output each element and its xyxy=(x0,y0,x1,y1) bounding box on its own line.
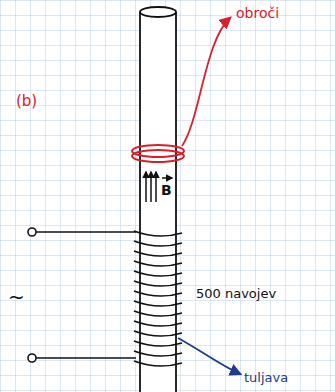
coil-turn xyxy=(134,311,182,316)
coil-turn xyxy=(134,291,182,296)
coil-turn xyxy=(134,241,182,246)
coil-turn xyxy=(134,271,182,276)
coil-turn xyxy=(134,361,182,366)
coil-turn xyxy=(134,351,182,356)
ac-source-symbol: ~ xyxy=(8,285,25,309)
field-arrows xyxy=(146,172,172,202)
label-holder: tuljava xyxy=(244,368,288,386)
coil-label: tuljava xyxy=(244,370,288,385)
figure-label: (b) xyxy=(16,92,37,110)
ring-label: obroči xyxy=(236,5,279,21)
coil-turn xyxy=(134,331,182,336)
coil-turn xyxy=(134,321,182,326)
label-holder: 500 navojev xyxy=(196,284,276,302)
coil-turn xyxy=(134,251,182,256)
coil-turn xyxy=(134,341,182,346)
label-holder: obroči xyxy=(236,4,279,22)
coil-turn xyxy=(134,261,182,266)
coil-turn xyxy=(134,281,182,286)
lead-wires xyxy=(28,228,136,362)
metal-ring xyxy=(132,145,184,162)
coil-windings xyxy=(134,231,182,366)
coil-turn xyxy=(134,231,182,236)
coil-turn xyxy=(134,301,182,306)
turns-label: 500 navojev xyxy=(196,286,276,301)
ring-leader xyxy=(182,18,230,146)
field-symbol: B xyxy=(161,182,172,198)
label-holder: (b) xyxy=(16,92,37,110)
label-holder: ~ xyxy=(8,286,25,308)
coil-leader xyxy=(178,338,240,374)
label-holder: B xyxy=(161,181,172,199)
